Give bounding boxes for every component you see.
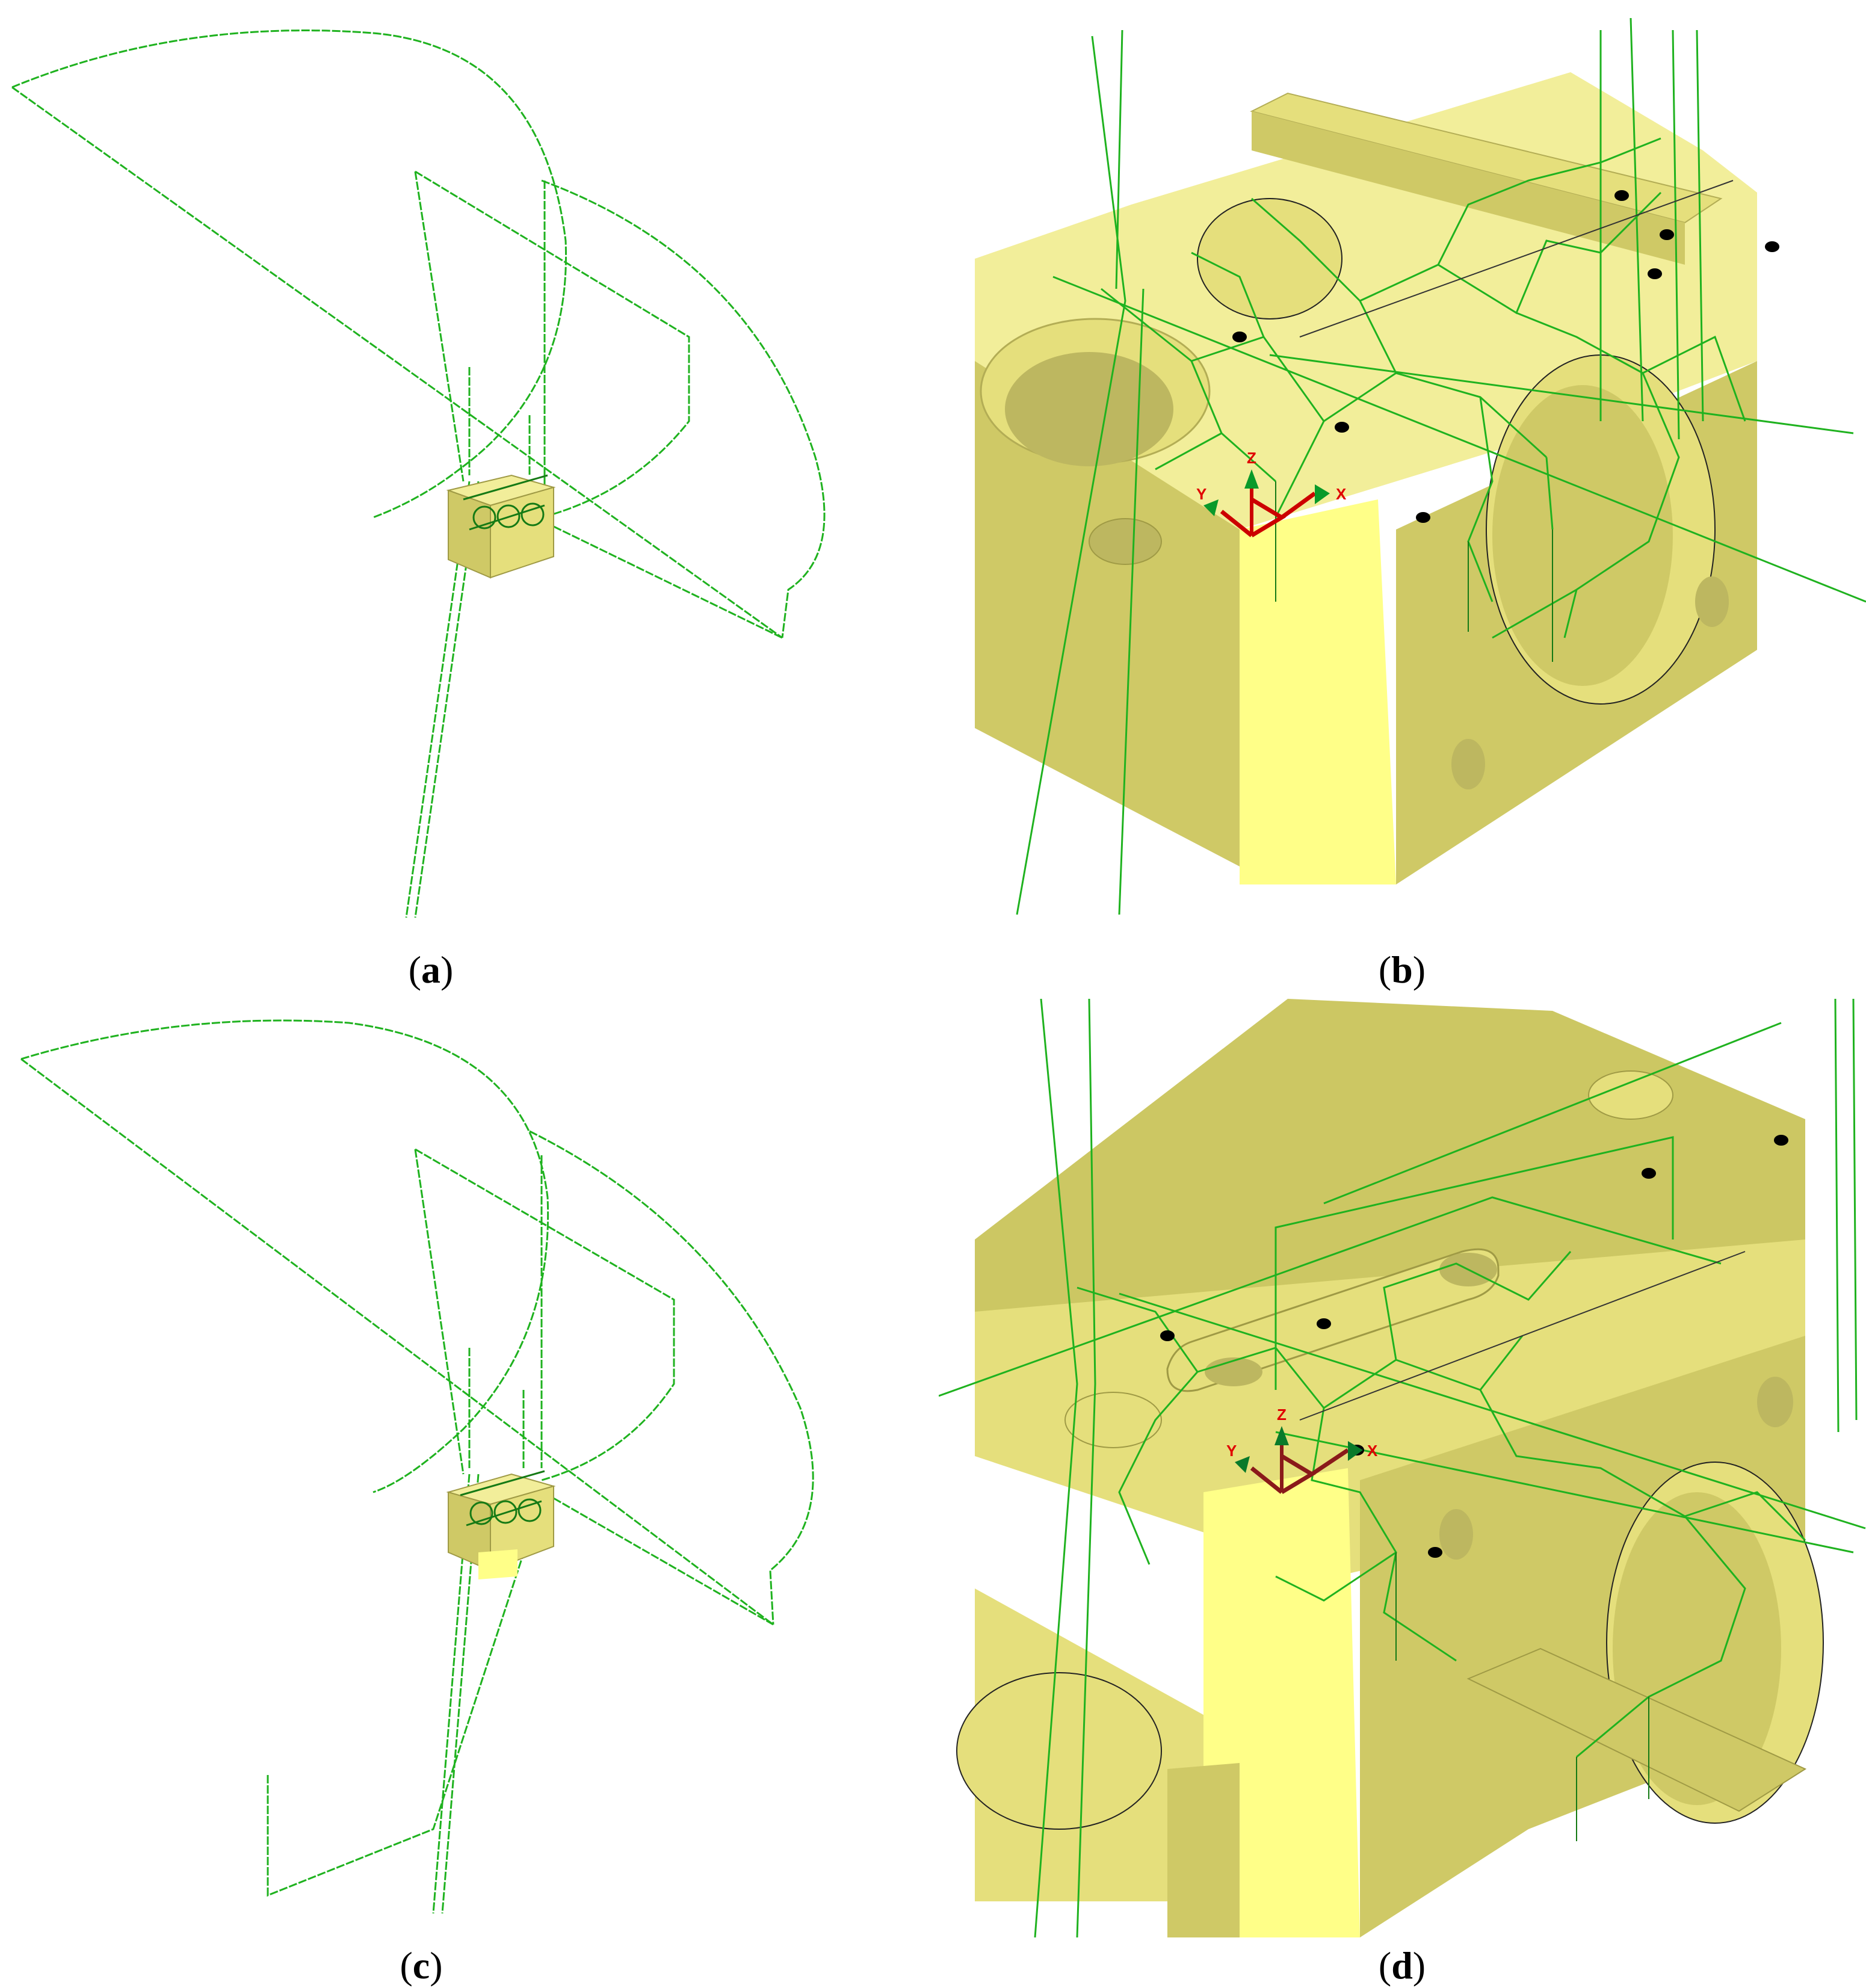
triad-label-y: Y (1226, 1442, 1237, 1460)
toolpath-plunge-1 (1034, 999, 1078, 1937)
bore-left-lower (956, 1672, 1162, 1830)
caption-c: (c) (400, 1944, 443, 1987)
triad-label-x: X (1336, 485, 1347, 503)
triad-label-z: Z (1277, 1406, 1287, 1424)
hole-small-right (1695, 576, 1729, 627)
panel-b: Z Y X (939, 0, 1866, 939)
panel-c (0, 999, 933, 1937)
counterbore-left-inner (1005, 352, 1173, 466)
toolpath-line-right (553, 525, 783, 639)
part-front-face (975, 361, 1240, 866)
part-center-block (1240, 499, 1396, 884)
part-center-block (1203, 1468, 1360, 1937)
toolpath-line-diagonal (11, 86, 783, 639)
toolpath-diag-3 (1275, 1431, 1854, 1554)
panel-a (0, 0, 933, 939)
panel-d: Z Y X (939, 999, 1866, 1937)
triad-label-x: X (1367, 1442, 1378, 1460)
caption-a: (a) (408, 948, 454, 991)
hole-slot-1 (1205, 1357, 1262, 1386)
hole-top-right (1588, 1070, 1673, 1120)
part-rail-side (1252, 111, 1685, 265)
toolpath-plunge-2 (1076, 999, 1096, 1937)
drill-points (1232, 190, 1779, 523)
workpiece-small-a (446, 474, 556, 579)
bore-right-inner (1492, 385, 1673, 686)
workpiece-small-c (446, 1470, 556, 1579)
hole-right-small (1757, 1377, 1793, 1427)
toolpath-diag-1 (1052, 276, 1866, 603)
toolpath-overview-a (11, 29, 826, 918)
hole-small-left (1089, 518, 1162, 565)
toolpath-overview-c (20, 1019, 814, 1914)
hole-left (1064, 1392, 1162, 1448)
workpiece-closeup-d: Z Y X (939, 999, 1866, 1937)
hole-side-small (1439, 1509, 1473, 1560)
bore-top (1197, 198, 1342, 320)
workpiece-closeup-b: Z Y X (975, 17, 1866, 915)
toolpath-return (468, 367, 531, 475)
coordinate-triad: Z Y X (1226, 1406, 1378, 1495)
toolpath-diag-1 (939, 1196, 1722, 1397)
toolpath-plunge-3 (1599, 17, 1644, 422)
hole-small-bottom (1451, 739, 1485, 789)
toolpath-plunge-3 (1834, 999, 1858, 1433)
caption-d: (d) (1378, 1944, 1426, 1987)
toolpath-arc-outer (541, 179, 826, 638)
toolpath-plunge-1 (1016, 36, 1126, 915)
toolpath-arc-large (11, 29, 567, 519)
triad-label-y: Y (1196, 485, 1206, 503)
toolpath-triangle (415, 170, 690, 519)
triad-label-z: Z (1247, 449, 1256, 467)
toolpath-plunge-2 (1115, 29, 1145, 915)
toolpath-web (1077, 1251, 1806, 1758)
caption-b: (b) (1378, 948, 1426, 991)
coordinate-triad: Z Y X (1196, 449, 1347, 538)
toolpath-plunge-4 (1672, 29, 1704, 440)
toolpath-diag-2 (1269, 354, 1854, 434)
part-lower-step (1167, 1763, 1240, 1937)
toolpath-loop (1274, 1022, 1782, 1390)
toolpath-drop-1 (414, 171, 465, 482)
toolpath-web-2 (1155, 252, 1578, 638)
